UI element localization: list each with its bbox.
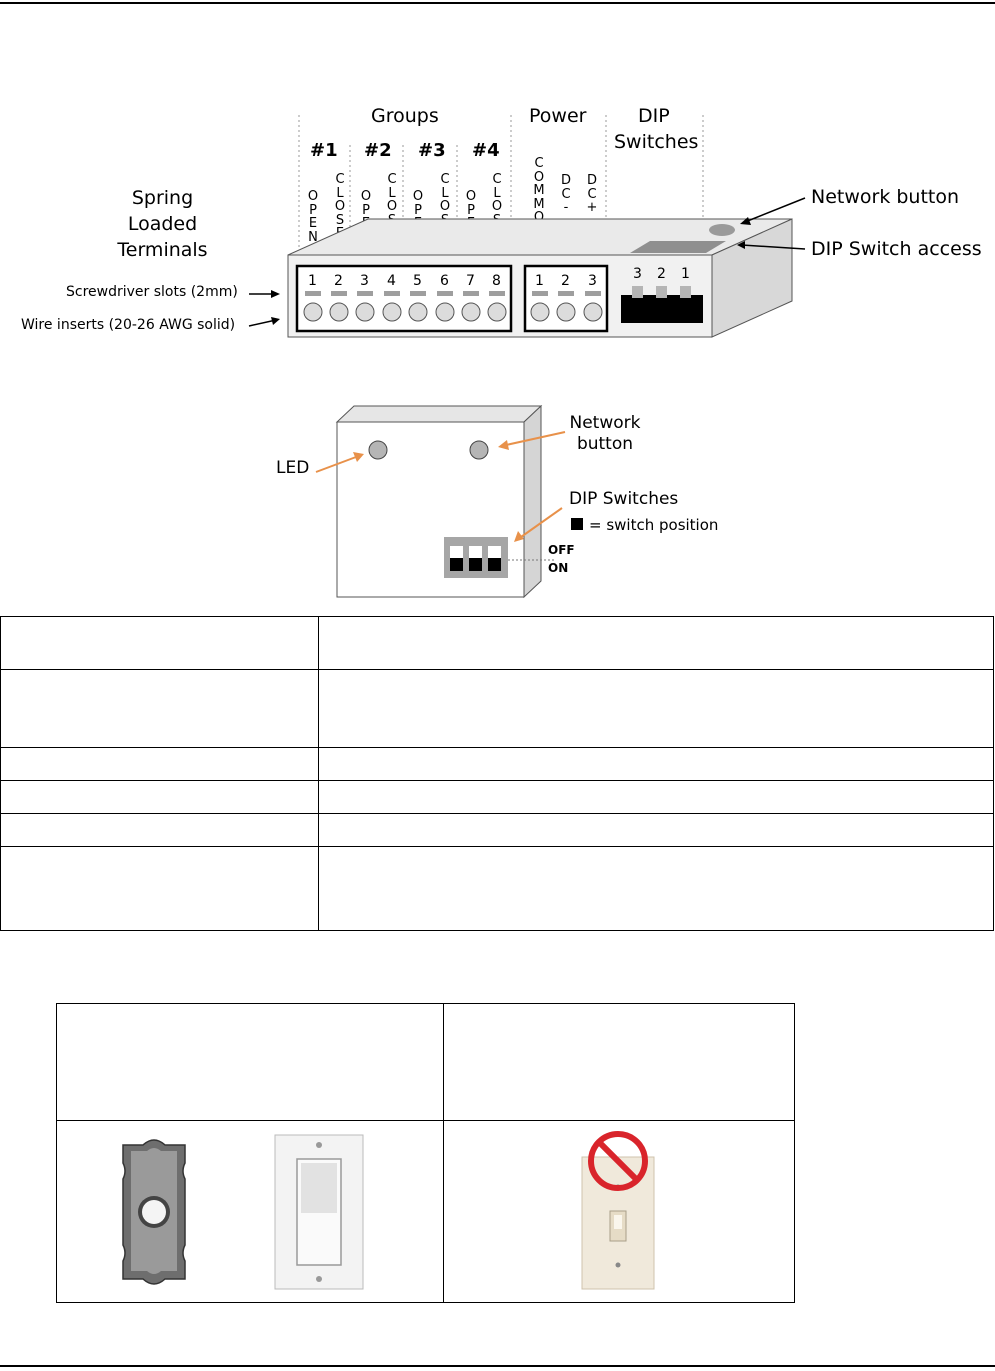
table-cell bbox=[444, 1004, 795, 1121]
power-number-2: 2 bbox=[561, 273, 570, 289]
terminal-number-5: 5 bbox=[413, 273, 422, 289]
table-cell bbox=[1, 617, 319, 670]
terminal-number-2: 2 bbox=[334, 273, 343, 289]
table-cell bbox=[57, 1121, 444, 1303]
table-cell bbox=[57, 1004, 444, 1121]
terminal-number-1: 1 bbox=[308, 273, 317, 289]
bottom-rule bbox=[0, 1365, 995, 1367]
table-cell bbox=[319, 781, 994, 814]
table-cell bbox=[319, 670, 994, 748]
device-front-body bbox=[0, 400, 995, 600]
power-number-3: 3 bbox=[588, 273, 597, 289]
table-row bbox=[1, 670, 994, 748]
table-cell bbox=[319, 617, 994, 670]
terminal-number-8: 8 bbox=[492, 273, 501, 289]
device-front-diagram: LED Network button DIP Switches = switch… bbox=[0, 400, 995, 600]
controller-device bbox=[0, 95, 995, 355]
rocker-switch-icon bbox=[275, 1135, 363, 1289]
incompatible-switch-image bbox=[444, 1121, 794, 1302]
table-cell bbox=[319, 847, 994, 931]
terminal-number-4: 4 bbox=[387, 273, 396, 289]
table-row bbox=[1, 617, 994, 670]
terminal-number-3: 3 bbox=[360, 273, 369, 289]
table-row bbox=[57, 1004, 795, 1121]
switch-position-legend: = switch position bbox=[589, 516, 718, 534]
dip-number-2: 2 bbox=[657, 266, 666, 282]
power-number-1: 1 bbox=[535, 273, 544, 289]
table-cell bbox=[1, 670, 319, 748]
table-row bbox=[1, 847, 994, 931]
network-label-line1: Network bbox=[565, 413, 645, 433]
terminal-diagram: Groups Power DIP Switches #1 #2 #3 #4 O … bbox=[0, 95, 995, 355]
table-cell bbox=[1, 814, 319, 847]
dip-number-1: 1 bbox=[681, 266, 690, 282]
dip-number-3: 3 bbox=[633, 266, 642, 282]
led-label: LED bbox=[276, 458, 309, 478]
dip-switches-label: DIP Switches bbox=[569, 489, 678, 509]
table-cell bbox=[1, 748, 319, 781]
table-row bbox=[1, 814, 994, 847]
spec-table bbox=[0, 616, 994, 931]
terminal-number-6: 6 bbox=[440, 273, 449, 289]
table-row bbox=[1, 781, 994, 814]
switch-table bbox=[56, 1003, 795, 1303]
table-row bbox=[57, 1121, 795, 1303]
top-rule bbox=[0, 2, 995, 4]
table-cell bbox=[1, 781, 319, 814]
table-cell bbox=[319, 748, 994, 781]
table-cell bbox=[319, 814, 994, 847]
off-label: OFF bbox=[548, 543, 575, 557]
table-cell bbox=[444, 1121, 795, 1303]
table-row bbox=[1, 748, 994, 781]
compatible-switches-image bbox=[57, 1121, 443, 1302]
on-label: ON bbox=[548, 561, 568, 575]
terminal-number-7: 7 bbox=[466, 273, 475, 289]
network-label-line2: button bbox=[565, 434, 645, 454]
table-cell bbox=[1, 847, 319, 931]
